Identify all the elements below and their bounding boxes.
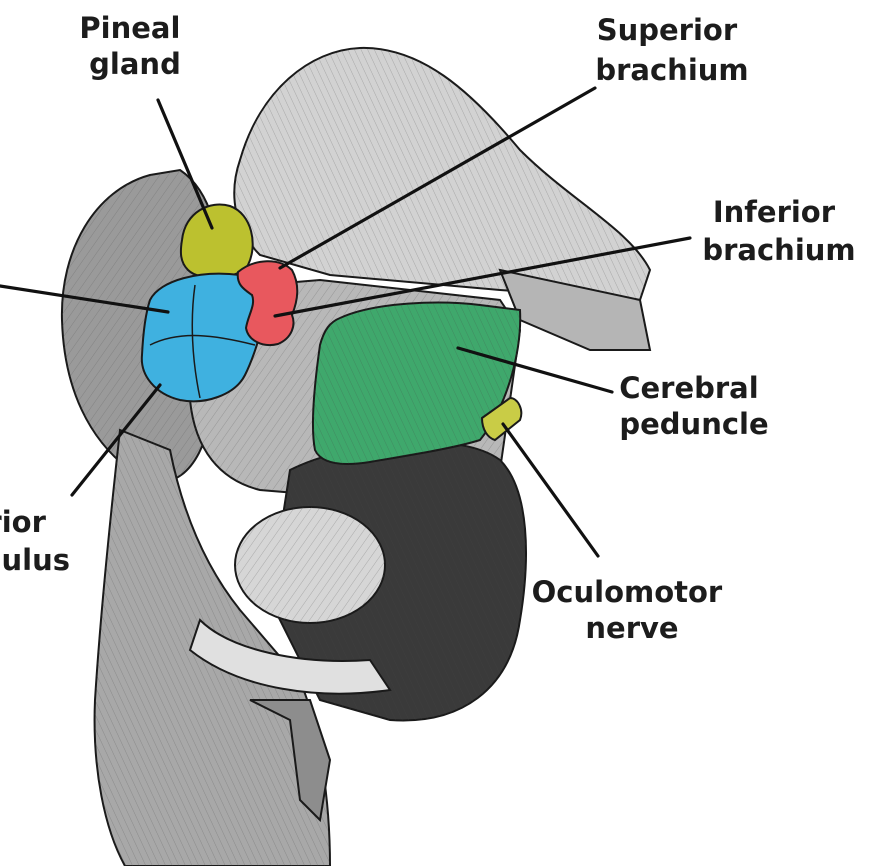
label-inferior-colliculus-partial: rior ulus: [0, 505, 70, 577]
leader-superior-colliculus: [0, 284, 170, 314]
lower-strip-shape: [188, 618, 392, 695]
leader-lines: [0, 86, 692, 558]
colliculus-divider: [149, 334, 256, 346]
label-superior-brachium: Superior brachium: [595, 13, 748, 87]
oculomotor-nerve-shape: [480, 396, 523, 442]
colliculus-divider-vertical: [191, 284, 201, 399]
labels: Pineal gland Superior brachium Inferior …: [0, 11, 856, 645]
label-oculomotor-nerve: Oculomotor nerve: [532, 575, 733, 645]
cerebellar-peduncle-hatch: [235, 507, 385, 623]
brachium-shape: [236, 260, 299, 346]
label-inferior-brachium: Inferior brachium: [702, 195, 855, 267]
peduncle-hatch: [312, 302, 521, 465]
pineal-gland-shape: [179, 203, 254, 279]
rootlets-shape: [249, 699, 332, 823]
leader-inferior-brachium: [273, 236, 692, 318]
leader-cerebral-peduncle: [456, 346, 614, 394]
leader-pineal-gland: [156, 98, 214, 230]
leader-oculomotor-nerve: [501, 422, 600, 558]
leader-superior-brachium: [278, 86, 597, 270]
label-pineal-gland: Pineal gland: [79, 11, 190, 81]
label-cerebral-peduncle: Cerebral peduncle: [619, 371, 769, 441]
highlighted-structures: [140, 203, 523, 465]
leader-inferior-colliculus: [70, 383, 162, 497]
superior-colliculus-shape: [140, 272, 266, 403]
